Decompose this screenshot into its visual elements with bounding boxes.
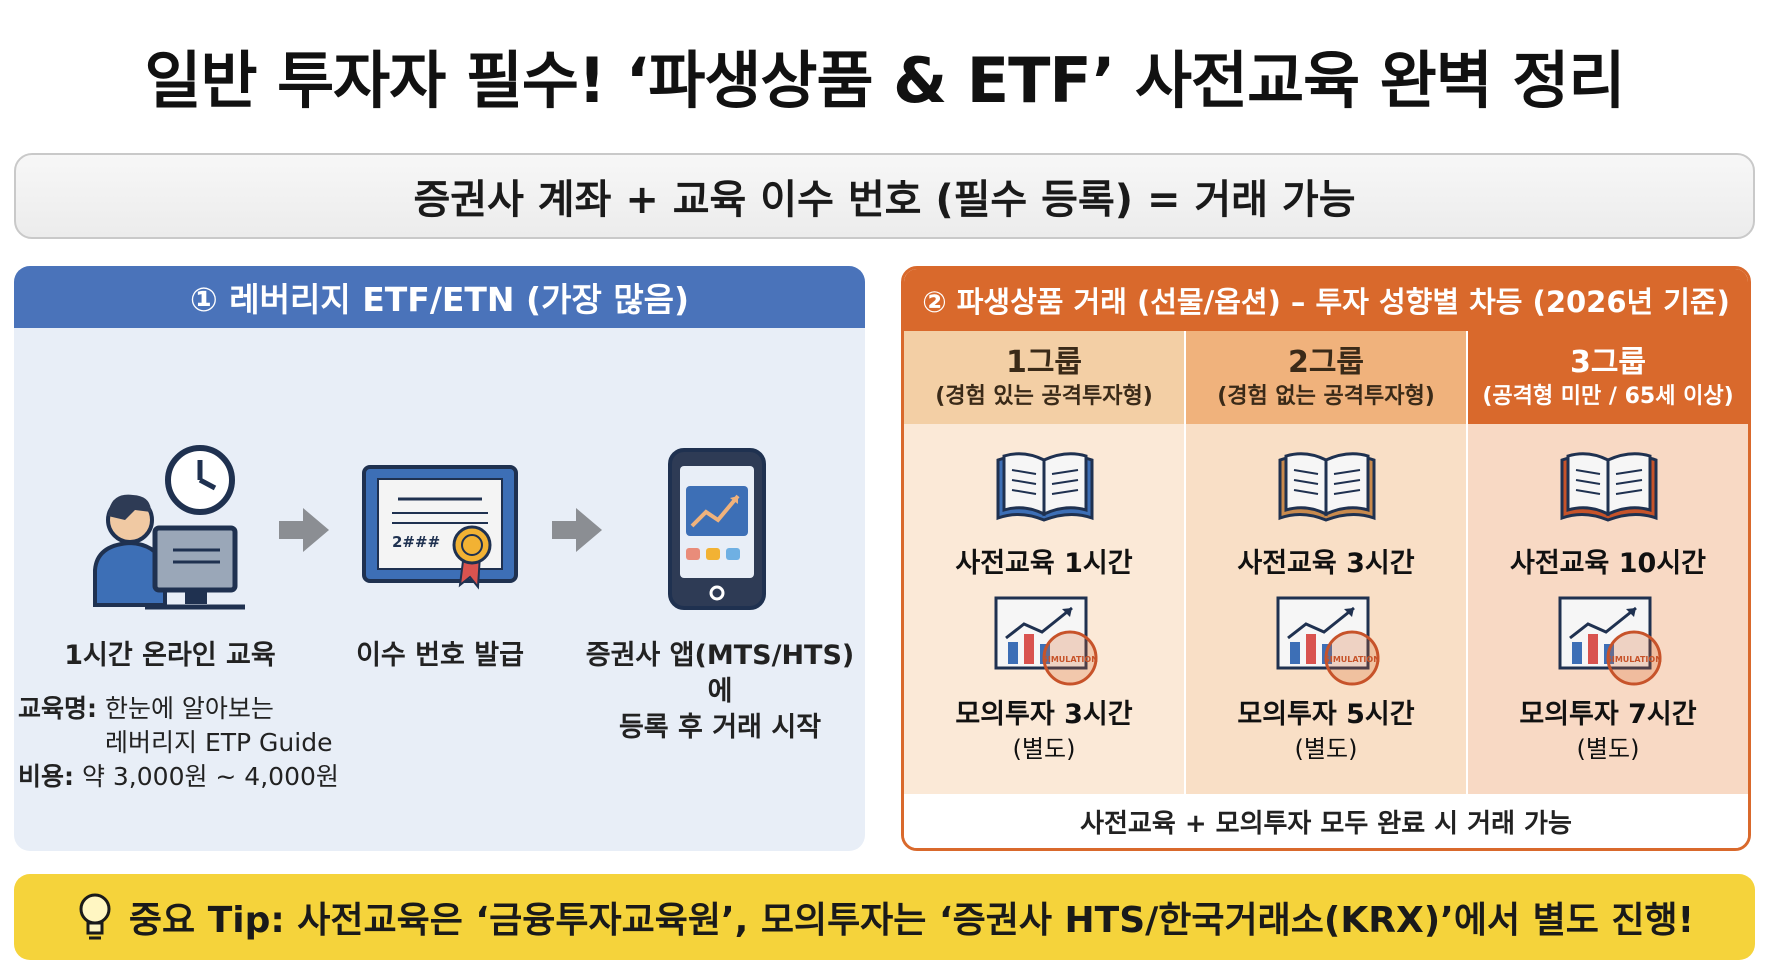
simulation-chart-icon: SIMULATION — [1276, 596, 1380, 686]
tip-banner: 중요 Tip: 사전교육은 ‘금융투자교육원’, 모의투자는 ‘증권사 HTS/… — [14, 874, 1755, 960]
separate-note: (별도) — [1576, 735, 1640, 763]
step-app-register-label: 증권사 앱(MTS/HTS)에 등록 후 거래 시작 — [585, 640, 855, 743]
derivatives-footnote: 사전교육 + 모의투자 모두 완료 시 거래 가능 — [904, 794, 1748, 848]
group-description: (공격형 미만 / 65세 이상) — [1482, 383, 1734, 409]
smartphone-chart-icon — [668, 448, 766, 610]
course-name-line1: 한눈에 알아보는 — [104, 694, 274, 723]
separate-note: (별도) — [1294, 735, 1358, 763]
group-header: 3그룹 (공격형 미만 / 65세 이상) — [1468, 331, 1748, 424]
group-description: (경험 있는 공격투자형) — [935, 383, 1153, 409]
course-name-line2: 레버리지 ETP Guide — [105, 728, 333, 757]
simulation-chart-icon: SIMULATION — [1558, 596, 1662, 686]
leverage-etf-header: ① 레버리지 ETF/ETN (가장 많음) — [14, 266, 865, 328]
group-column: 3그룹 (공격형 미만 / 65세 이상) 사전교육 10시간 SIMULATION 모… — [1466, 331, 1748, 794]
group-column: 2그룹 (경험 없는 공격투자형) 사전교육 3시간 SIMULATION 모의투자 5… — [1184, 331, 1466, 794]
derivatives-panel: ② 파생상품 거래 (선물/옵션) – 투자 성향별 차등 (2026년 기준)… — [901, 266, 1751, 851]
svg-text:SIMULATION: SIMULATION — [1324, 655, 1380, 664]
online-study-icon — [93, 445, 245, 610]
cost-key: 비용: — [18, 762, 74, 791]
group-columns: 1그룹 (경험 있는 공격투자형) 사전교육 1시간 SIMULATION 모의투자 3… — [904, 331, 1748, 794]
certificate-icon: 2### — [362, 465, 518, 590]
group-header: 1그룹 (경험 있는 공격투자형) — [904, 331, 1184, 424]
step-online-education-label: 1시간 온라인 교육 — [64, 640, 276, 671]
simulation-hours: 모의투자 7시간(별도) — [1468, 698, 1748, 766]
derivatives-header: ② 파생상품 거래 (선물/옵션) – 투자 성향별 차등 (2026년 기준) — [904, 269, 1748, 331]
group-header: 2그룹 (경험 없는 공격투자형) — [1186, 331, 1466, 424]
simulation-hours: 모의투자 3시간(별도) — [904, 698, 1184, 766]
arrow-icon — [552, 508, 602, 552]
svg-text:SIMULATION: SIMULATION — [1606, 655, 1662, 664]
lightbulb-icon — [75, 891, 115, 943]
svg-text:2###: 2### — [392, 533, 440, 551]
cost-value: 약 3,000원 ~ 4,000원 — [81, 762, 339, 791]
step-certificate-label: 이수 번호 발급 — [356, 640, 524, 671]
book-icon — [1278, 452, 1376, 522]
separate-note: (별도) — [1012, 735, 1076, 763]
group-column: 1그룹 (경험 있는 공격투자형) 사전교육 1시간 SIMULATION 모의투자 3… — [904, 331, 1184, 794]
simulation-chart-icon: SIMULATION — [994, 596, 1098, 686]
education-hours: 사전교육 1시간 — [955, 548, 1133, 579]
requirement-formula: 증권사 계좌 + 교육 이수 번호 (필수 등록) = 거래 가능 — [14, 153, 1755, 239]
svg-text:SIMULATION: SIMULATION — [1042, 655, 1098, 664]
step-online-education — [60, 440, 280, 620]
book-icon — [1560, 452, 1658, 522]
page-title: 일반 투자자 필수! ‘파생상품 & ETF’ 사전교육 완벽 정리 — [144, 44, 1625, 117]
education-hours: 사전교육 3시간 — [1237, 548, 1415, 579]
book-icon — [996, 452, 1094, 522]
step-certificate: 2### — [360, 463, 520, 593]
tip-text: 중요 Tip: 사전교육은 ‘금융투자교육원’, 모의투자는 ‘증권사 HTS/… — [128, 900, 1695, 941]
arrow-icon — [279, 508, 329, 552]
step-app-register — [662, 446, 772, 612]
group-name: 3그룹 — [1569, 344, 1647, 380]
group-description: (경험 없는 공격투자형) — [1217, 383, 1435, 409]
group-name: 2그룹 — [1287, 344, 1365, 380]
course-info: 교육명: 한눈에 알아보는 레버리지 ETP Guide 비용: 약 3,000… — [18, 692, 339, 794]
course-name-key: 교육명: — [18, 694, 97, 723]
education-hours: 사전교육 10시간 — [1509, 548, 1706, 579]
simulation-hours: 모의투자 5시간(별도) — [1186, 698, 1466, 766]
group-name: 1그룹 — [1005, 344, 1083, 380]
